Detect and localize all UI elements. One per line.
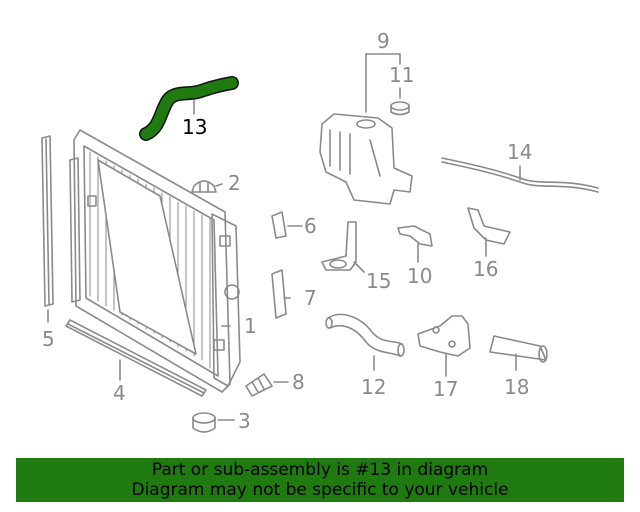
part-3-bushing[interactable]: [192, 412, 216, 433]
callout-14: 14: [507, 140, 532, 164]
part-10-clip[interactable]: [397, 225, 433, 247]
info-banner: Part or sub-assembly is #13 in diagram D…: [16, 458, 624, 502]
part-15-bracket[interactable]: [321, 221, 357, 271]
callout-2: 2: [228, 171, 241, 195]
callout-17: 17: [433, 377, 458, 401]
leader-lines: [47, 53, 521, 421]
callout-9: 9: [377, 29, 390, 53]
part-7-seal[interactable]: [271, 269, 287, 319]
callout-18: 18: [504, 375, 529, 399]
part-16-bracket[interactable]: [467, 207, 511, 245]
part-2-grommet[interactable]: [191, 180, 217, 193]
callout-6: 6: [304, 214, 317, 238]
callout-10: 10: [407, 264, 432, 288]
banner-line-part: Part or sub-assembly is #13 in diagram: [151, 460, 489, 480]
part-11-cap[interactable]: [390, 101, 410, 116]
part-9-reservoir[interactable]: [319, 113, 413, 205]
callout-numbers: 1 2 3 4 5 6 7 8 9 10 11 12 13 14 15 16 1…: [42, 29, 532, 433]
callout-16: 16: [473, 257, 498, 281]
callout-4: 4: [113, 381, 126, 405]
callout-1: 1: [244, 314, 257, 338]
part-1-radiator[interactable]: [69, 129, 241, 393]
callout-15: 15: [366, 269, 391, 293]
part-17-housing[interactable]: [417, 315, 471, 357]
callout-12: 12: [361, 375, 386, 399]
callout-8: 8: [292, 370, 305, 394]
callout-7: 7: [304, 286, 317, 310]
part-4-seal[interactable]: [65, 319, 207, 397]
callout-11: 11: [389, 63, 414, 87]
part-18-hose[interactable]: [489, 335, 548, 363]
part-5-seal-strip[interactable]: [41, 135, 54, 307]
callout-13-highlighted: 13: [182, 115, 207, 139]
callout-3: 3: [238, 409, 251, 433]
part-13-hose-highlighted[interactable]: [139, 76, 239, 141]
part-6-bracket[interactable]: [271, 211, 287, 239]
part-8-bellows[interactable]: [245, 373, 273, 397]
banner-line-disclaimer: Diagram may not be specific to your vehi…: [131, 480, 509, 500]
part-12-hose[interactable]: [325, 313, 405, 357]
callout-5: 5: [42, 327, 55, 351]
